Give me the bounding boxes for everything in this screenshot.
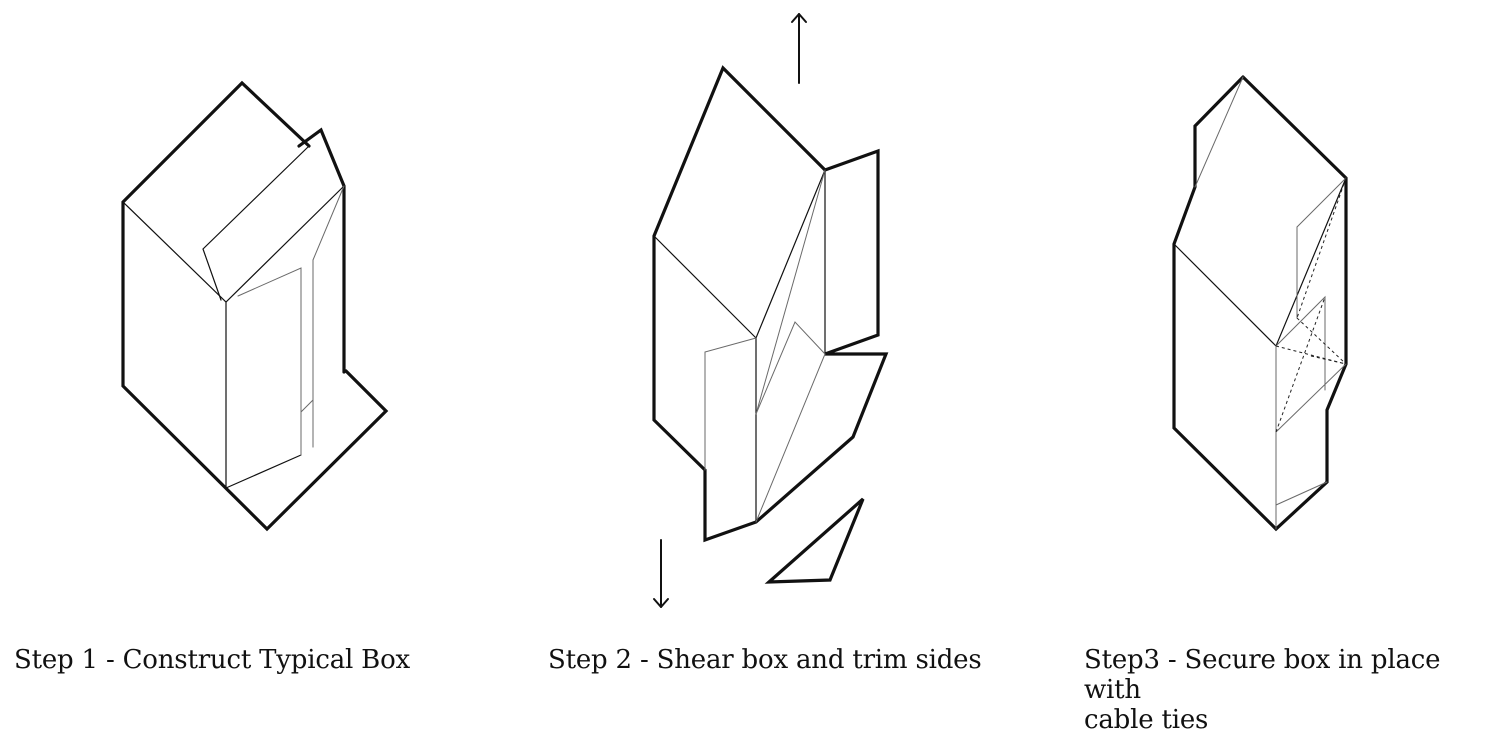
step-3-caption: Step3 - Secure box in place with cable t… bbox=[1084, 645, 1441, 735]
step-1-caption: Step 1 - Construct Typical Box bbox=[14, 645, 410, 675]
arrow-up-icon bbox=[791, 13, 807, 84]
step-1-box-drawing bbox=[121, 80, 389, 532]
step-2-box-drawing bbox=[652, 13, 889, 608]
step-2-caption: Step 2 - Shear box and trim sides bbox=[548, 645, 982, 675]
step-3-box-drawing bbox=[1172, 75, 1348, 532]
arrow-down-icon bbox=[653, 539, 669, 608]
